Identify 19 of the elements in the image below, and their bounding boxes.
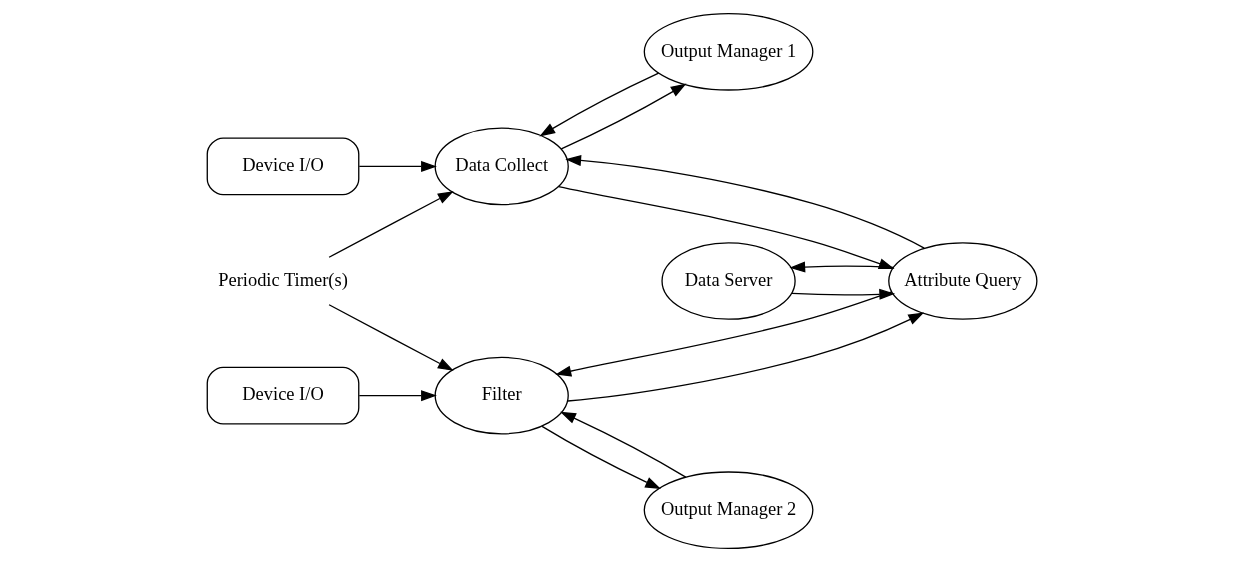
arrow	[327, 191, 454, 258]
arrow	[790, 288, 895, 300]
arrow	[540, 425, 661, 490]
node-ellipse: Attribute Query	[887, 242, 1037, 320]
arrow	[327, 304, 454, 371]
node-ellipse: Output Manager 1	[643, 12, 813, 91]
node-text: Periodic Timer(s)	[217, 269, 348, 290]
arrow	[559, 411, 686, 478]
arrow	[538, 72, 659, 137]
arrow	[566, 312, 924, 402]
arrow	[788, 261, 894, 273]
arrow	[560, 83, 687, 150]
node-ellipse: Data Server	[660, 242, 796, 320]
arrow	[358, 390, 437, 402]
node-box: Device I/O	[206, 366, 359, 425]
arrow	[564, 154, 925, 249]
arrow	[554, 291, 893, 377]
node-box: Device I/O	[206, 137, 359, 196]
arrow	[358, 160, 437, 172]
